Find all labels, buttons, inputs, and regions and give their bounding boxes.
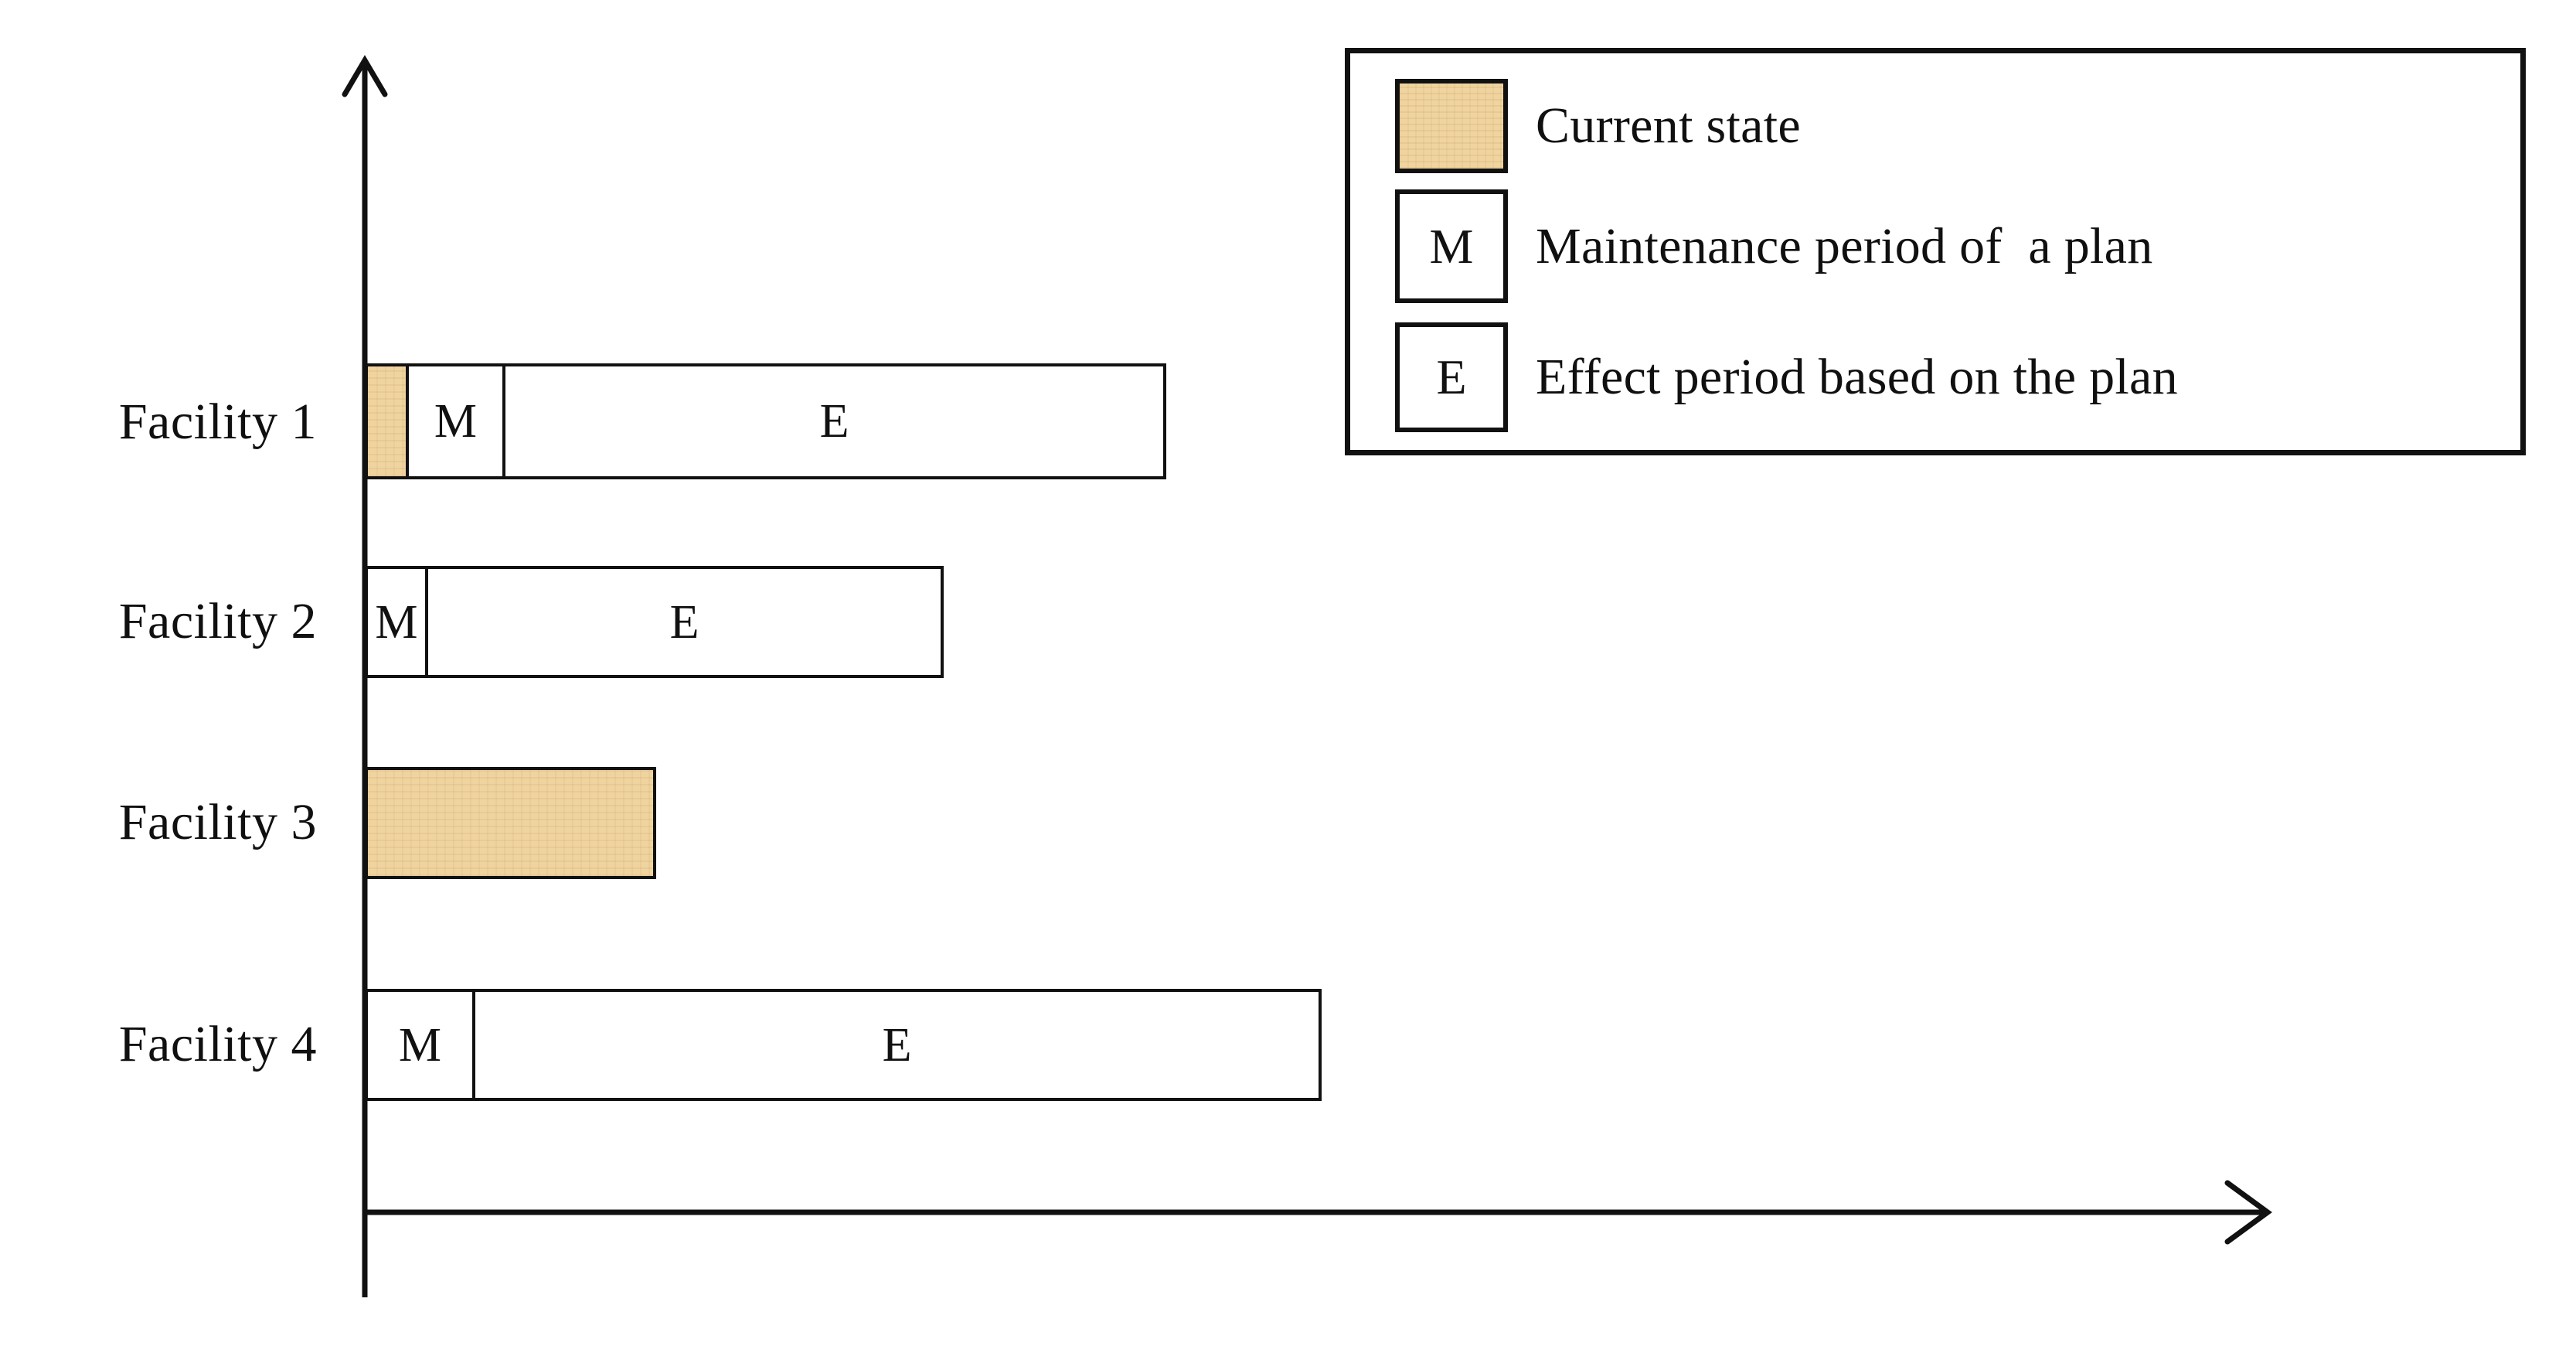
legend-box: Current state M Maintenance period of a … (1345, 48, 2526, 455)
bar-segment-effect[interactable]: E (473, 989, 1322, 1101)
facility-label-4: Facility 4 (118, 1016, 317, 1072)
legend-swatch-effect-period: E (1395, 322, 1508, 432)
legend-swatch-current-state (1395, 79, 1508, 173)
legend-item-current-state[interactable]: Current state (1395, 79, 1801, 173)
facility-label-3: Facility 3 (118, 794, 317, 850)
legend-item-maintenance-period[interactable]: M Maintenance period of a plan (1395, 189, 2153, 303)
legend-item-effect-period[interactable]: E Effect period based on the plan (1395, 322, 2178, 432)
horizontal-axis-arrowhead (2224, 1180, 2272, 1245)
legend-label-maintenance-period: Maintenance period of a plan (1536, 217, 2153, 274)
facility-label-1: Facility 1 (118, 394, 317, 450)
bar-segment-maintenance[interactable]: M (365, 989, 475, 1101)
bar-segment-current[interactable] (365, 363, 409, 479)
bar-segment-effect[interactable]: E (426, 566, 944, 678)
bar-segment-current[interactable] (365, 767, 656, 879)
legend-label-current-state: Current state (1536, 97, 1801, 154)
bar-segment-maintenance[interactable]: M (407, 363, 505, 479)
facility-bar-3[interactable] (365, 767, 656, 879)
facility-label-2: Facility 2 (118, 593, 317, 649)
legend-swatch-maintenance-period: M (1395, 189, 1508, 303)
bar-segment-maintenance[interactable]: M (365, 566, 428, 678)
bar-segment-effect[interactable]: E (503, 363, 1166, 479)
legend-label-effect-period: Effect period based on the plan (1536, 349, 2178, 405)
vertical-axis-arrowhead (342, 55, 388, 97)
